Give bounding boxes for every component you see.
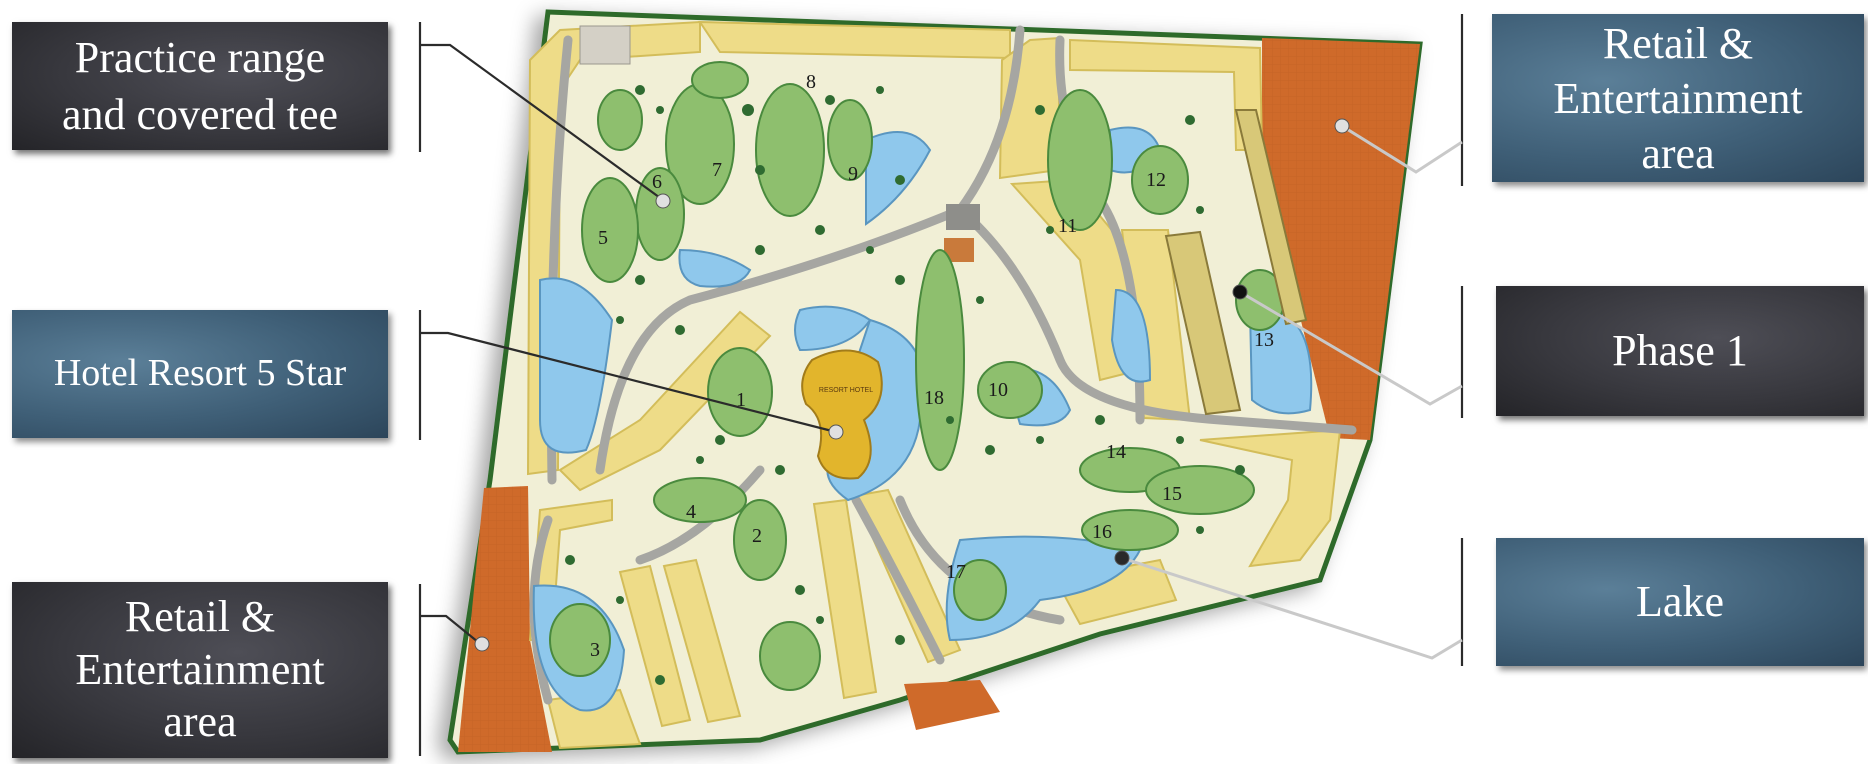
hole-number: 3 xyxy=(590,639,600,661)
callout-practice-range-text: Practice range and covered tee xyxy=(61,32,339,139)
hole-number: 6 xyxy=(652,171,662,193)
hotel-resort-building xyxy=(801,349,883,480)
callout-retail-left: Retail & Entertainment area xyxy=(12,582,388,758)
hole-number: 16 xyxy=(1092,521,1112,543)
hole-number: 5 xyxy=(598,227,608,249)
marker-retail-right xyxy=(1334,118,1350,134)
callout-practice-range: Practice range and covered tee xyxy=(12,22,388,150)
marker-phase-1 xyxy=(1232,284,1248,300)
callout-lake: Lake xyxy=(1496,538,1864,666)
hole-number: 9 xyxy=(848,163,858,185)
callout-hotel-resort-text: Hotel Resort 5 Star xyxy=(53,352,347,395)
marker-hotel xyxy=(828,424,844,440)
callout-retail-right-text: Retail & Entertainment area xyxy=(1553,18,1803,178)
callout-lake-text: Lake xyxy=(1636,577,1724,627)
hole-number: 13 xyxy=(1254,329,1274,351)
hole-number: 18 xyxy=(924,387,944,409)
hole-number: 2 xyxy=(752,525,762,547)
callout-phase-1: Phase 1 xyxy=(1496,286,1864,416)
entrance-buildings xyxy=(579,25,631,65)
marker-lake xyxy=(1114,550,1130,566)
hole-number: 11 xyxy=(1058,215,1077,237)
callout-hotel-resort: Hotel Resort 5 Star xyxy=(12,310,388,438)
hole-number: 8 xyxy=(806,71,816,93)
hole-number: 4 xyxy=(686,501,696,523)
hole-number: 7 xyxy=(712,159,722,181)
callout-retail-left-text: Retail & Entertainment area xyxy=(75,591,325,747)
retail-area-southwest-grid xyxy=(458,486,552,752)
phase-1-townhouses xyxy=(1164,109,1308,416)
retail-area-south xyxy=(904,680,1000,730)
hole-number: 14 xyxy=(1106,441,1126,463)
hole-number: 15 xyxy=(1162,483,1182,505)
leader-lines xyxy=(418,14,1464,756)
hole-number-labels: 1 2 3 4 5 6 7 8 9 10 11 12 13 14 15 16 1… xyxy=(590,71,1274,661)
hole-number: 10 xyxy=(988,379,1008,401)
hotel-sign-label: RESORT HOTEL xyxy=(819,387,873,394)
hole-number: 1 xyxy=(736,389,746,411)
marker-retail-left xyxy=(474,636,490,652)
marker-practice-range xyxy=(655,193,671,209)
hole-number: 12 xyxy=(1146,169,1166,191)
callout-phase-1-text: Phase 1 xyxy=(1612,326,1748,376)
callout-retail-right: Retail & Entertainment area xyxy=(1492,14,1864,182)
marker-dots xyxy=(474,118,1350,652)
retail-area-east-grid xyxy=(1262,38,1420,440)
fairways xyxy=(549,61,1285,691)
hole-number: 17 xyxy=(946,561,966,583)
road-junction xyxy=(946,204,980,230)
